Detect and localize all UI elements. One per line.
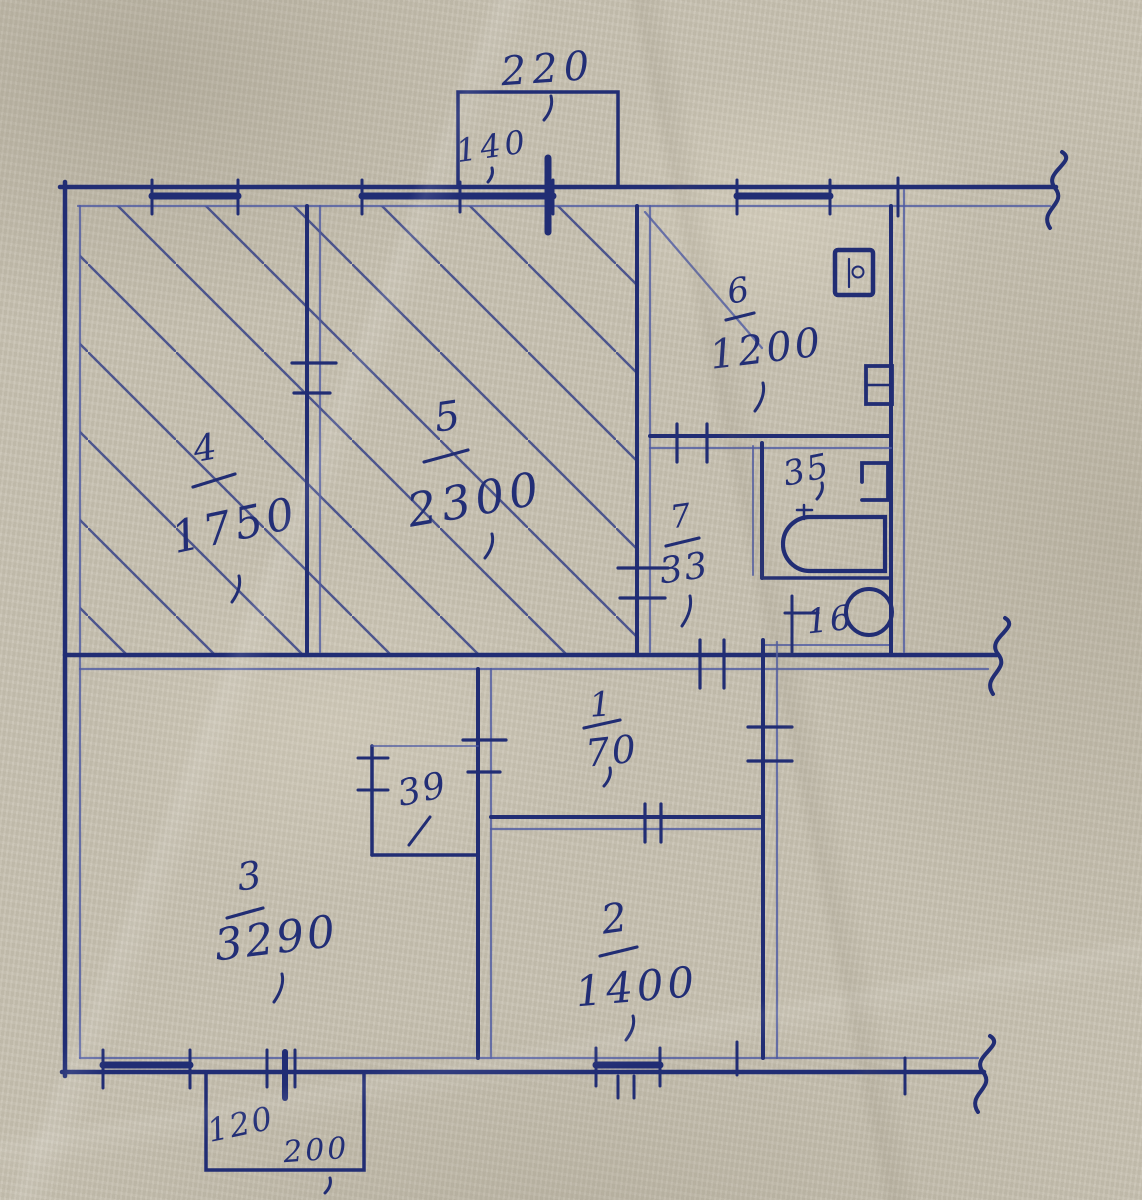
room6-fraction-bar bbox=[724, 311, 756, 322]
room3-fraction-bar bbox=[225, 906, 265, 920]
tail bbox=[230, 574, 242, 604]
door-room5-corridor7 bbox=[616, 566, 670, 600]
basin-icon bbox=[844, 587, 894, 637]
closet-tail bbox=[407, 815, 432, 847]
door-room3-hall1 bbox=[461, 738, 508, 774]
label-tails bbox=[230, 94, 824, 1195]
door-closet bbox=[356, 756, 390, 792]
tail bbox=[753, 381, 766, 413]
room7-area: 33 bbox=[657, 545, 712, 593]
vent-icon bbox=[832, 247, 876, 298]
break-mark bbox=[1045, 150, 1069, 230]
door-room4-room5 bbox=[290, 361, 338, 395]
tail bbox=[483, 532, 495, 560]
doors bbox=[282, 154, 820, 1101]
label-bars bbox=[191, 311, 756, 958]
room4-fraction-bar bbox=[191, 472, 237, 489]
room6-number: 6 bbox=[724, 270, 752, 313]
tail bbox=[602, 766, 612, 788]
balcony-bottom-width-dim: 200 bbox=[281, 1131, 351, 1171]
balcony-top-outline bbox=[456, 90, 620, 189]
window-ticks-top bbox=[150, 176, 900, 218]
tail bbox=[815, 481, 824, 501]
room3-number: 3 bbox=[234, 853, 264, 900]
tail bbox=[624, 1014, 636, 1042]
room2-area: 1400 bbox=[573, 957, 700, 1017]
hatch-room-6 bbox=[643, 210, 764, 350]
room1-area: 70 bbox=[583, 726, 640, 775]
break-marks bbox=[973, 150, 1069, 1114]
window-ticks-bottom bbox=[101, 1040, 907, 1100]
break-mark bbox=[973, 1034, 997, 1114]
balcony-top-width-dim: 220 bbox=[498, 43, 596, 96]
balcony-top-depth-dim: 140 bbox=[454, 122, 532, 170]
door-hall1-corridor7 bbox=[698, 638, 726, 690]
break-mark bbox=[988, 616, 1012, 696]
room6-area: 1200 bbox=[707, 319, 826, 379]
room2-fraction-bar bbox=[598, 945, 639, 958]
tail bbox=[486, 166, 494, 184]
room5-number: 5 bbox=[431, 393, 463, 442]
bathroom-area: 35 bbox=[779, 446, 834, 495]
door-room6-corridor7 bbox=[675, 422, 709, 464]
balcony-bottom-outline bbox=[204, 1072, 366, 1172]
hatch-rooms-4-5 bbox=[80, 206, 637, 655]
door-hall1-right bbox=[746, 725, 794, 763]
door-hall1-room2 bbox=[643, 802, 663, 844]
shelf-icon bbox=[860, 461, 890, 502]
tail bbox=[272, 972, 285, 1004]
faucet-icon bbox=[795, 503, 814, 521]
room7-fraction-bar bbox=[664, 536, 701, 548]
tail bbox=[542, 94, 554, 122]
tail bbox=[680, 594, 693, 628]
balcony-bottom-depth-dim: 120 bbox=[204, 1099, 278, 1150]
vent-inner-dot bbox=[851, 265, 865, 279]
windows bbox=[99, 176, 907, 1100]
fixtures bbox=[780, 247, 894, 637]
walls bbox=[57, 179, 1059, 1079]
room1-fraction-bar bbox=[582, 718, 622, 730]
bathtub-icon bbox=[780, 514, 888, 574]
closet-area: 39 bbox=[394, 765, 451, 815]
room5-fraction-bar bbox=[422, 448, 470, 464]
room1-number: 1 bbox=[588, 684, 612, 725]
room2-number: 2 bbox=[597, 895, 630, 944]
room7-number: 7 bbox=[668, 496, 694, 537]
wc-area: 16 bbox=[804, 598, 855, 643]
tail bbox=[323, 1176, 332, 1195]
